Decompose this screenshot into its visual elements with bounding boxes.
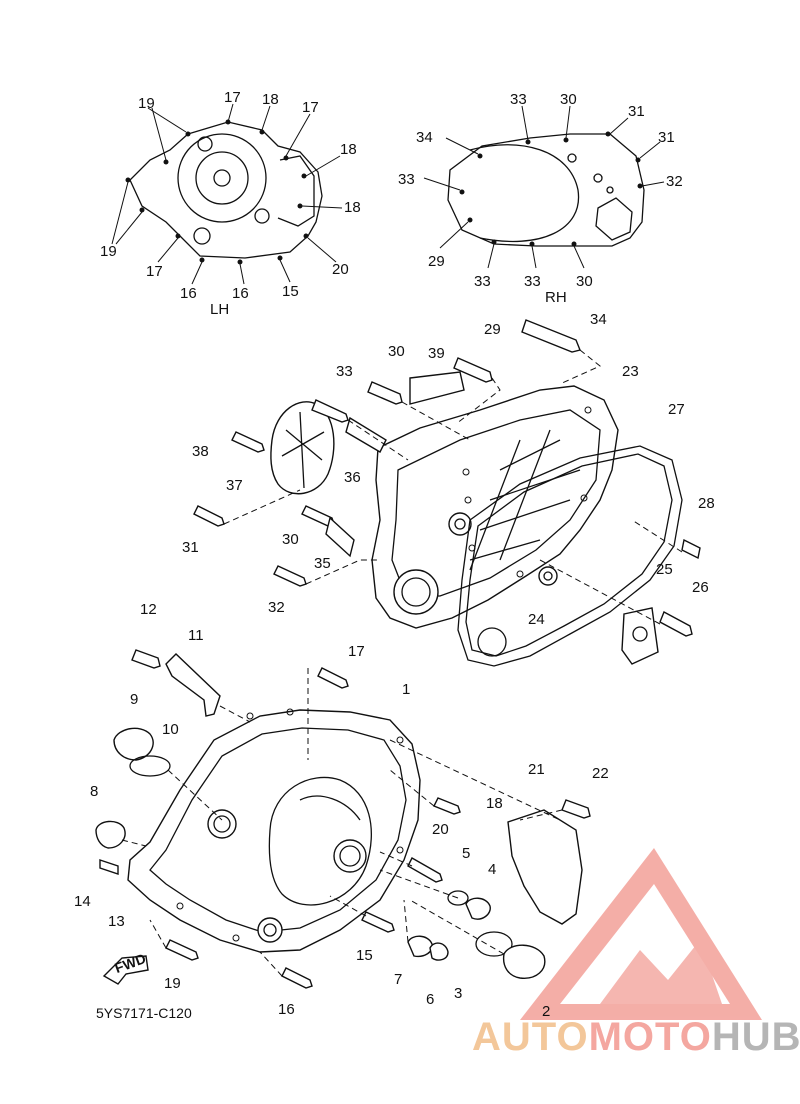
callout-lh-18: 18 xyxy=(344,199,361,216)
watermark-text: AUTOMOTOHUB xyxy=(472,1015,800,1059)
callout-bottom-11: 11 xyxy=(188,627,204,644)
callout-bottom-4: 4 xyxy=(488,861,496,878)
callout-bottom-12: 12 xyxy=(140,601,157,618)
callout-rh-30: 30 xyxy=(560,91,577,108)
callout-bottom-18: 18 xyxy=(486,795,503,812)
callout-bottom-22: 22 xyxy=(592,765,609,782)
rh-label: RH xyxy=(545,289,567,306)
callout-bottom-9: 9 xyxy=(130,691,138,708)
diagram-code: 5YS7171-C120 xyxy=(96,1005,192,1021)
watermark-moto: MOTO xyxy=(589,1015,712,1059)
callout-mid-24: 24 xyxy=(528,611,545,628)
callout-rh-33: 33 xyxy=(398,171,415,188)
watermark-auto: AUTO xyxy=(472,1015,589,1059)
inspection-cover-37 xyxy=(270,401,335,495)
callout-rh-29: 29 xyxy=(428,253,445,270)
callout-mid-36: 36 xyxy=(344,469,361,486)
callout-lh-16: 16 xyxy=(180,285,197,302)
callout-rh-33: 33 xyxy=(510,91,527,108)
callout-mid-30: 30 xyxy=(282,531,299,548)
rh-gasket-sketch xyxy=(423,105,665,269)
callout-lh-19: 19 xyxy=(100,243,117,260)
callout-lh-18: 18 xyxy=(340,141,357,158)
callout-bottom-19: 19 xyxy=(164,975,181,992)
callout-mid-23: 23 xyxy=(622,363,639,380)
callout-mid-26: 26 xyxy=(692,579,709,596)
callout-mid-28: 28 xyxy=(698,495,715,512)
callout-lh-20: 20 xyxy=(332,261,349,278)
callout-rh-33: 33 xyxy=(524,273,541,290)
callout-bottom-10: 10 xyxy=(162,721,179,738)
callout-bottom-17: 17 xyxy=(348,643,365,660)
callout-bottom-21: 21 xyxy=(528,761,545,778)
lh-label: LH xyxy=(210,301,229,318)
gasket-27 xyxy=(457,445,683,667)
callout-lh-17: 17 xyxy=(146,263,163,280)
callout-lh-15: 15 xyxy=(282,283,299,300)
callout-bottom-5: 5 xyxy=(462,845,470,862)
callout-mid-35: 35 xyxy=(314,555,331,572)
callout-mid-27: 27 xyxy=(668,401,685,418)
callout-lh-16: 16 xyxy=(232,285,249,302)
callout-rh-34: 34 xyxy=(416,129,433,146)
callout-mid-31: 31 xyxy=(182,539,199,556)
callout-mid-25: 25 xyxy=(656,561,673,578)
bottom-dashed-lines xyxy=(121,668,563,977)
callout-bottom-6: 6 xyxy=(426,991,434,1008)
callout-bottom-3: 3 xyxy=(454,985,462,1002)
automotohub-logo xyxy=(520,848,762,1020)
callout-mid-29: 29 xyxy=(484,321,501,338)
callout-mid-38: 38 xyxy=(192,443,209,460)
callout-lh-18: 18 xyxy=(262,91,279,108)
callout-mid-34: 34 xyxy=(590,311,607,328)
fwd-arrow-icon: FWD xyxy=(102,950,149,985)
callout-bottom-16: 16 xyxy=(278,1001,295,1018)
callout-bottom-7: 7 xyxy=(394,971,402,988)
callout-rh-33: 33 xyxy=(474,273,491,290)
callout-bottom-1: 1 xyxy=(402,681,410,698)
mid-dashed-lines xyxy=(223,349,683,625)
callout-rh-32: 32 xyxy=(666,173,683,190)
callout-mid-33: 33 xyxy=(336,363,353,380)
callout-rh-31: 31 xyxy=(658,129,675,146)
callout-lh-17: 17 xyxy=(302,99,319,116)
callout-bottom-13: 13 xyxy=(108,913,125,930)
bottom-small-parts xyxy=(95,649,591,989)
callout-bottom-2: 2 xyxy=(542,1003,550,1020)
callout-lh-19: 19 xyxy=(138,95,155,112)
callout-lh-17: 17 xyxy=(224,89,241,106)
callout-mid-32: 32 xyxy=(268,599,285,616)
mid-small-parts xyxy=(193,319,701,665)
callout-bottom-20: 20 xyxy=(432,821,449,838)
callout-rh-30: 30 xyxy=(576,273,593,290)
watermark-hub: HUB xyxy=(712,1015,800,1059)
rh-crankcase-cover xyxy=(371,385,619,629)
callout-mid-30: 30 xyxy=(388,343,405,360)
lh-crankcase-cover xyxy=(127,708,421,953)
lh-gasket-sketch xyxy=(111,103,343,285)
callout-bottom-15: 15 xyxy=(356,947,373,964)
callout-bottom-8: 8 xyxy=(90,783,98,800)
callout-mid-39: 39 xyxy=(428,345,445,362)
callout-rh-31: 31 xyxy=(628,103,645,120)
callout-mid-37: 37 xyxy=(226,477,243,494)
callout-bottom-14: 14 xyxy=(74,893,91,910)
